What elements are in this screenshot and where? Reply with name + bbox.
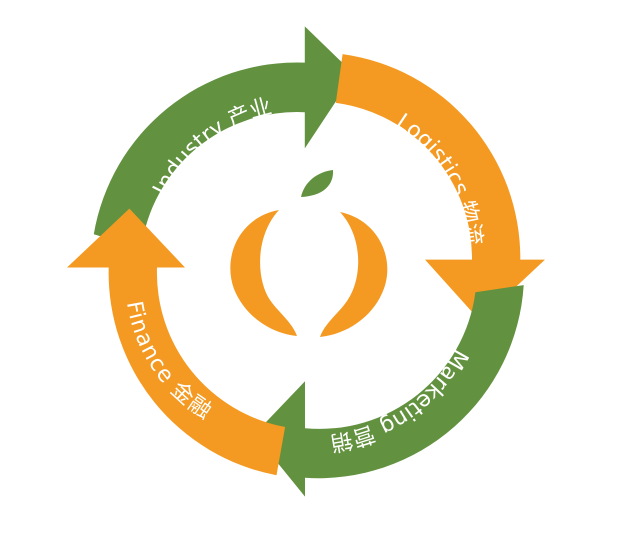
logo-right-half	[320, 212, 388, 337]
segment-logistics-arrow	[335, 54, 545, 321]
orange-fruit-logo-icon	[230, 170, 388, 337]
logo-leaf	[301, 170, 334, 197]
segment-marketing-arrow	[254, 285, 524, 497]
segment-finance-arrow	[67, 208, 286, 476]
segment-industry-arrow	[93, 26, 355, 249]
logo-left-half	[230, 210, 297, 336]
